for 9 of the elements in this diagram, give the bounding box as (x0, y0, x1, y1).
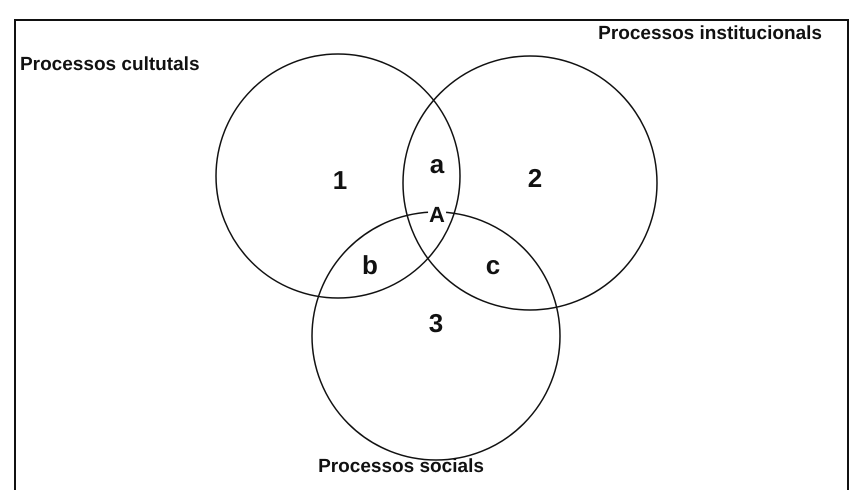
region-letter: c (486, 252, 500, 278)
set-title: Processos socials (318, 456, 484, 478)
region-number: 3 (428, 310, 444, 336)
region-letter: a (430, 151, 444, 177)
region-number: 1 (332, 167, 348, 193)
region-number: 2 (528, 165, 542, 191)
set-title: Processos institucionals (598, 23, 822, 45)
region-letter: b (362, 252, 378, 278)
set-title: Processos cultutals (20, 54, 200, 76)
